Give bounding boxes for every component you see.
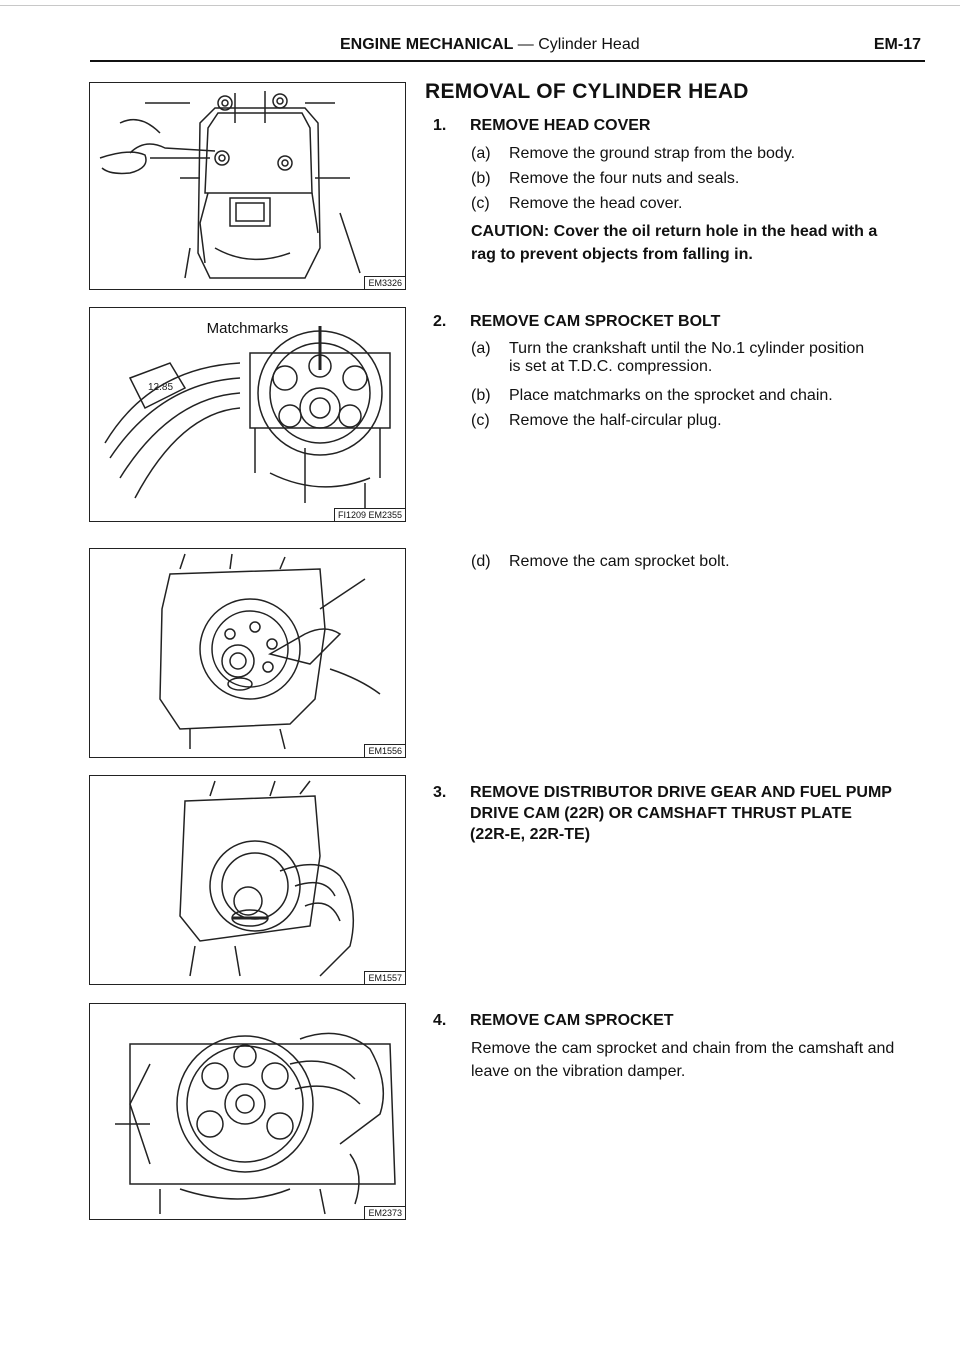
caution-note: CAUTION: Cover the oil return hole in th… <box>471 220 926 266</box>
sub-label: (a) <box>471 145 491 162</box>
figure-sprocket-bolt: EM1556 <box>89 548 406 758</box>
sub-text: Remove the ground strap from the body. <box>509 145 796 162</box>
header-dash: — <box>513 36 539 53</box>
sub-text: Remove the half-circular plug. <box>509 412 722 429</box>
figure-code: EM1556 <box>364 744 405 757</box>
drive-gear-illustration <box>179 780 355 977</box>
sub-text: Turn the crankshaft until the No.1 cylin… <box>509 340 865 357</box>
sub-label: (c) <box>471 412 490 429</box>
header-rule <box>90 60 925 62</box>
step-3-title: 3. REMOVE DISTRIBUTOR DRIVE GEAR AND FUEL… <box>433 782 892 845</box>
step-title: REMOVE CAM SPROCKET BOLT <box>470 313 721 330</box>
page-number: EM-17 <box>873 36 921 53</box>
step-title-line-2: DRIVE CAM (22R) OR CAMSHAFT THRUST PLATE <box>470 805 852 822</box>
step-2-sub-b: (b) Place matchmarks on the sprocket and … <box>471 387 921 405</box>
step-2-sub-d: (d) Remove the cam sprocket bolt. <box>471 553 921 571</box>
figure-head-cover: EM3326 <box>89 82 406 290</box>
head-cover-illustration <box>99 91 361 279</box>
step-number: 3. <box>433 784 447 801</box>
step-4-line-2: leave on the vibration damper. <box>471 1063 686 1080</box>
step-1-title: 1. REMOVE HEAD COVER <box>433 117 650 135</box>
step-1-sub-c: (c) Remove the head cover. <box>471 195 921 213</box>
step-title: REMOVE CAM SPROCKET <box>470 1012 674 1029</box>
header-subsection: Cylinder Head <box>538 36 640 53</box>
figure-cam-sprocket: EM2373 <box>89 1003 406 1220</box>
step-2-sub-a: (a) Turn the crankshaft until the No.1 cy… <box>471 340 921 376</box>
sub-label: (a) <box>471 340 491 357</box>
matchmarks-illustration: 12.85 <box>104 326 391 508</box>
step-1-sub-a: (a) Remove the ground strap from the body… <box>471 145 921 163</box>
header-section: ENGINE MECHANICAL <box>340 36 514 53</box>
page-header: ENGINE MECHANICAL — Cylinder Head EM-17 <box>90 36 925 64</box>
step-title: REMOVE HEAD COVER <box>470 117 651 134</box>
step-number: 1. <box>433 117 447 134</box>
top-scan-line <box>0 5 960 6</box>
step-1-sub-b: (b) Remove the four nuts and seals. <box>471 170 921 188</box>
matchmarks-caption: Matchmarks <box>206 320 289 337</box>
sub-label: (d) <box>471 553 491 570</box>
sub-text: Remove the cam sprocket bolt. <box>509 553 730 570</box>
step-number: 4. <box>433 1012 447 1029</box>
svg-text:12.85: 12.85 <box>148 382 173 393</box>
step-4-text: Remove the cam sprocket and chain from t… <box>471 1037 926 1083</box>
page-heading: REMOVAL OF CYLINDER HEAD <box>425 80 749 103</box>
sub-label: (c) <box>471 195 490 212</box>
sub-text-cont: is set at T.D.C. compression. <box>509 358 713 375</box>
figure-matchmarks: 12.85 Matchmarks FI1209 EM2355 <box>89 307 406 522</box>
sub-text: Remove the head cover. <box>509 195 683 212</box>
sub-label: (b) <box>471 387 491 404</box>
sprocket-bolt-illustration <box>159 553 381 750</box>
figure-code: EM2373 <box>364 1206 405 1219</box>
step-2-sub-c: (c) Remove the half-circular plug. <box>471 412 921 430</box>
step-title-line-3: (22R-E, 22R-TE) <box>470 826 591 843</box>
step-number: 2. <box>433 313 447 330</box>
sub-text: Remove the four nuts and seals. <box>509 170 740 187</box>
step-title-line-1: REMOVE DISTRIBUTOR DRIVE GEAR AND FUEL P… <box>470 784 892 801</box>
header-title: ENGINE MECHANICAL — Cylinder Head <box>340 36 640 54</box>
step-4-line-1: Remove the cam sprocket and chain from t… <box>471 1040 895 1057</box>
sub-text: Place matchmarks on the sprocket and cha… <box>509 387 833 404</box>
step-2-title: 2. REMOVE CAM SPROCKET BOLT <box>433 313 720 331</box>
caution-line-2: rag to prevent objects from falling in. <box>471 246 753 263</box>
cam-sprocket-illustration <box>115 1032 396 1215</box>
figure-code: EM3326 <box>364 276 405 289</box>
step-4-title: 4. REMOVE CAM SPROCKET <box>433 1012 674 1030</box>
figure-code: FI1209 EM2355 <box>333 508 405 521</box>
figure-code: EM1557 <box>364 971 405 984</box>
caution-line-1: CAUTION: Cover the oil return hole in th… <box>471 223 878 240</box>
figure-drive-gear: EM1557 <box>89 775 406 985</box>
sub-label: (b) <box>471 170 491 187</box>
